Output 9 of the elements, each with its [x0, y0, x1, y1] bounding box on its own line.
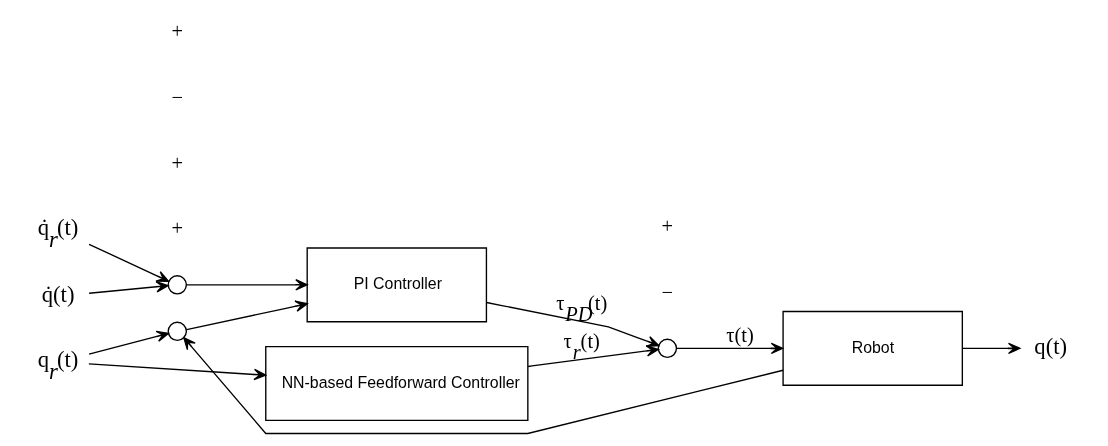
label: − [661, 280, 673, 303]
node-text: q̇(t) [41, 281, 74, 307]
label: + [171, 217, 183, 240]
label: + [171, 151, 183, 174]
label: + [171, 19, 183, 42]
node-text: q(t) [1033, 334, 1067, 360]
edge-label: τ(t) [725, 324, 754, 347]
label: − [171, 85, 183, 108]
label: + [661, 215, 673, 238]
